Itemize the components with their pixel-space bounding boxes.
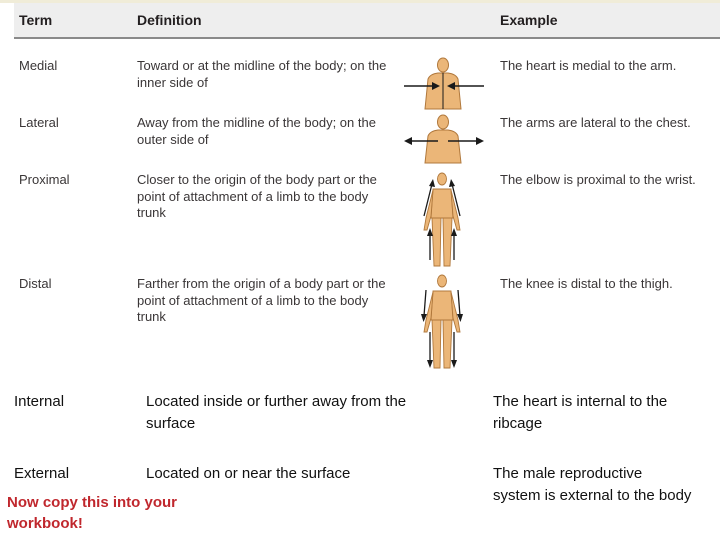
term-lateral: Lateral (19, 115, 59, 130)
table-header-band (14, 3, 720, 37)
header-example: Example (500, 12, 558, 28)
example-proximal: The elbow is proximal to the wrist. (500, 172, 696, 187)
full-body-arrows-proximal-icon (423, 172, 461, 267)
header-term: Term (19, 12, 53, 28)
full-body-arrows-distal-icon (421, 274, 463, 369)
definition-internal: Located inside or further away from the … (146, 393, 407, 432)
term-medial: Medial (19, 58, 58, 73)
example-lateral: The arms are lateral to the chest. (500, 115, 691, 130)
term-internal: Internal (14, 393, 65, 410)
header-definition: Definition (137, 12, 202, 28)
term-distal: Distal (19, 276, 52, 291)
definition-medial: Toward or at the midline of the body; on… (137, 58, 387, 90)
definition-external: Located on or near the surface (146, 465, 351, 482)
definition-proximal: Closer to the origin of the body part or… (137, 172, 377, 220)
upper-body-arrows-inward-icon (404, 57, 484, 110)
table-header-rule (14, 37, 720, 39)
example-internal: The heart is internal to the ribcage (493, 393, 668, 432)
definition-lateral: Away from the midline of the body; on th… (137, 115, 376, 147)
example-external: The male reproductive system is external… (493, 465, 692, 504)
top-band (0, 0, 720, 3)
upper-body-arrows-outward-icon (404, 114, 484, 164)
term-external: External (14, 465, 70, 482)
term-proximal: Proximal (19, 172, 70, 187)
example-distal: The knee is distal to the thigh. (500, 276, 673, 291)
definition-distal: Farther from the origin of a body part o… (137, 276, 386, 324)
copy-instruction-note: Now copy this into your workbook! (7, 494, 178, 532)
example-medial: The heart is medial to the arm. (500, 58, 677, 73)
